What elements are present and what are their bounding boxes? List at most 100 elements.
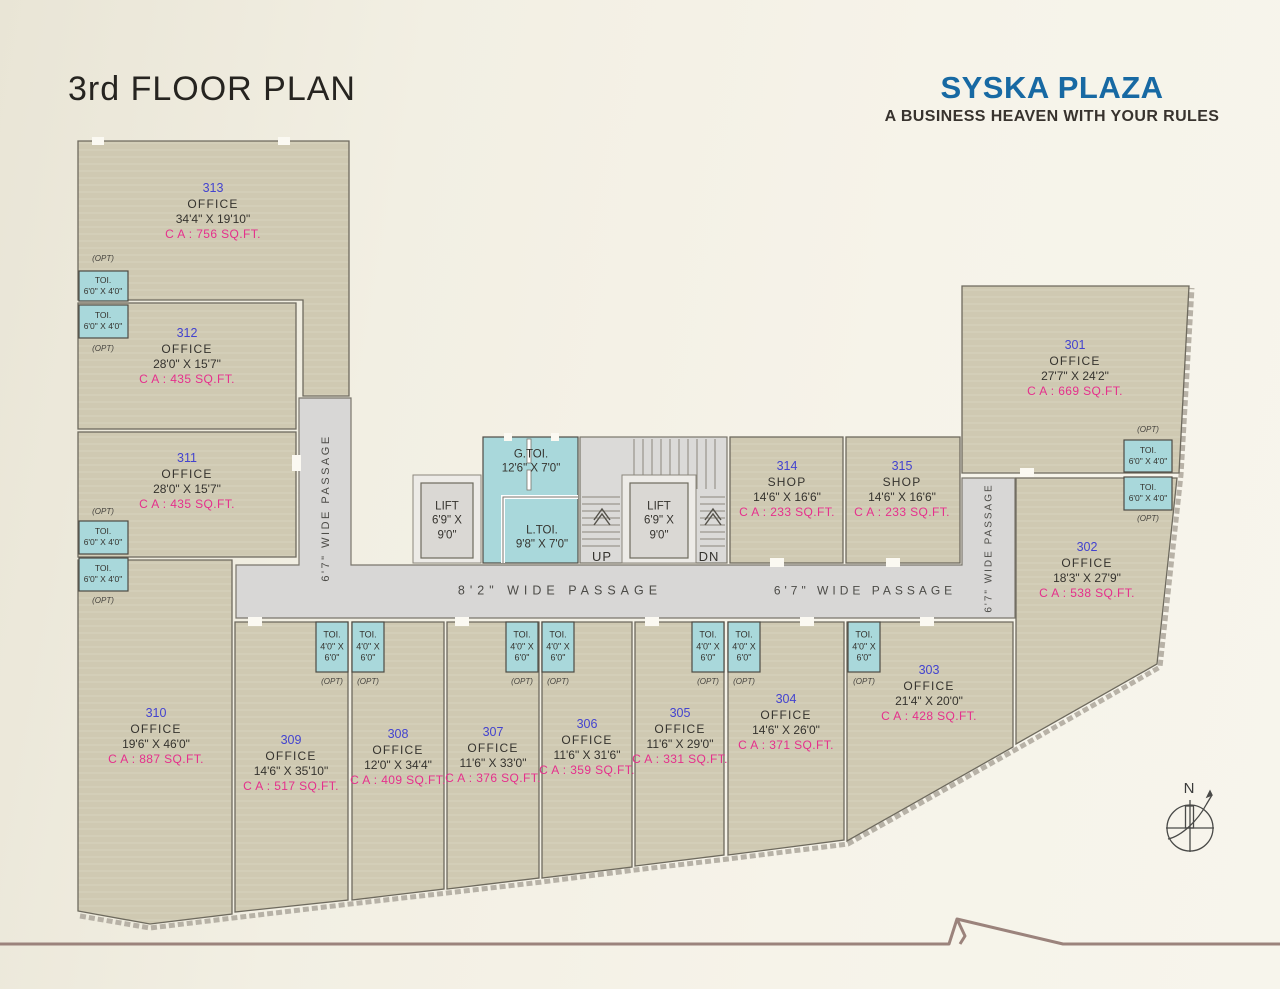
toilet-box (505, 621, 539, 673)
toilet-box (78, 304, 129, 339)
toilet-dims: 4'0" X (320, 641, 344, 652)
room-312-label: 312 OFFICE 28'0" X 15'7" C A : 435 SQ.FT… (139, 326, 235, 386)
room-area: C A : 233 SQ.FT. (854, 504, 950, 519)
gtoi-dims: 12'6" X 7'0" (501, 463, 561, 475)
opt-label: (OPT) (511, 677, 533, 687)
room-313-label: 313 OFFICE 34'4" X 19'10" C A : 756 SQ.F… (165, 181, 261, 241)
room-area: C A : 331 SQ.FT. (632, 751, 728, 766)
room-number: 305 (669, 705, 691, 720)
opt-label: (OPT) (92, 596, 114, 606)
toilet-name: TOI. (1139, 481, 1157, 492)
room-type: OFFICE (1061, 556, 1113, 571)
room-area: C A : 669 SQ.FT. (1027, 383, 1123, 398)
room-number: 302 (1076, 539, 1098, 554)
lift-dims: 9'0" (649, 529, 669, 542)
opt-label: (OPT) (92, 507, 114, 517)
opt-label: (OPT) (1137, 514, 1159, 524)
opt-label: (OPT) (733, 677, 755, 687)
room-dims: 18'3" X 27'9" (1053, 570, 1121, 585)
opt-label: (OPT) (92, 254, 114, 264)
room-dims: 11'6" X 31'6" (553, 747, 621, 762)
passage-main-label: 8'2" WIDE PASSAGE (457, 583, 663, 598)
toilet-dims: 6'0" (550, 652, 566, 663)
room-dims: 21'4" X 20'0" (895, 693, 963, 708)
toilet-name: TOI. (735, 629, 753, 640)
room-number: 309 (280, 732, 302, 747)
toilet-label: TOI. 4'0" X 6'0" (696, 629, 719, 664)
passages-shape (235, 397, 1016, 619)
toilet-box (727, 621, 761, 673)
room-dims: 34'4" X 19'10" (175, 211, 251, 226)
room-dims: 12'0" X 34'4" (364, 757, 432, 772)
room-311-label: 311 OFFICE 28'0" X 15'7" C A : 435 SQ.FT… (139, 451, 235, 511)
lift-2-cab (629, 482, 689, 559)
lift-1-label: LIFT 6'9" X 9'0" (432, 499, 462, 542)
room-309-shape (234, 621, 349, 913)
toilet-box (78, 270, 129, 302)
stair-arrow-up-icon (593, 507, 611, 526)
room-number: 304 (775, 691, 797, 706)
toilet-label: TOI. 6'0" X 4'0" (1129, 445, 1168, 467)
toilet-box (315, 621, 349, 673)
toilet-label: TOI. 6'0" X 4'0" (84, 526, 123, 548)
room-308-label: 308 OFFICE 12'0" X 34'4" C A : 409 SQ.FT… (350, 727, 446, 787)
room-302-shape (1015, 477, 1178, 746)
room-304-label: 304 OFFICE 14'6" X 26'0" C A : 371 SQ.FT… (738, 692, 834, 752)
toilet-name: TOI. (94, 274, 112, 285)
passage-right-label: 6'7" WIDE PASSAGE (773, 583, 957, 598)
room-dims: 28'0" X 15'7" (153, 356, 221, 371)
room-area: C A : 233 SQ.FT. (739, 504, 835, 519)
opt-label: (OPT) (853, 677, 875, 687)
room-303-label: 303 OFFICE 21'4" X 20'0" C A : 428 SQ.FT… (881, 663, 977, 723)
room-dims: 28'0" X 15'7" (153, 481, 221, 496)
toilet-box (1123, 439, 1173, 473)
toilet-box (847, 621, 881, 673)
toilet-name: TOI. (359, 629, 377, 640)
toilet-box (691, 621, 725, 673)
toilet-box (1123, 476, 1173, 511)
room-area: C A : 887 SQ.FT. (108, 751, 204, 766)
room-number: 307 (482, 724, 504, 739)
toilet-dims: 4'0" X (510, 641, 534, 652)
toilet-dims: 6'0" (324, 652, 340, 663)
room-number: 311 (177, 450, 197, 465)
toilet-dims: 6'0" (736, 652, 752, 663)
building-outline-hatch (79, 287, 1195, 931)
room-dims: 11'6" X 29'0" (646, 736, 714, 751)
toilet-dims: 6'0" (856, 652, 872, 663)
toilet-name: TOI. (323, 629, 341, 640)
room-number: 308 (387, 726, 409, 741)
lift-dims: 6'9" X (644, 514, 674, 527)
room-dims: 27'7" X 24'2" (1041, 368, 1109, 383)
room-dims: 14'6" X 16'6" (868, 489, 936, 504)
room-type: OFFICE (561, 733, 613, 748)
toilet-dims: 6'0" X 4'0" (1128, 456, 1168, 466)
lift-2-label: LIFT 6'9" X 9'0" (644, 499, 674, 542)
room-314-label: 314 SHOP 14'6" X 16'6" C A : 233 SQ.FT. (739, 459, 835, 519)
lift-1-cab (420, 482, 474, 559)
room-number: 301 (1064, 337, 1086, 352)
room-dims: 14'6" X 26'0" (752, 722, 820, 737)
gtoi-stub-wall (526, 438, 532, 464)
opt-label: (OPT) (321, 677, 343, 687)
room-type: OFFICE (130, 722, 182, 737)
toilet-dims: 4'0" X (356, 641, 380, 652)
room-303-shape (846, 621, 1014, 843)
room-301-label: 301 OFFICE 27'7" X 24'2" C A : 669 SQ.FT… (1027, 338, 1123, 398)
room-308-shape (351, 621, 445, 901)
room-type: OFFICE (654, 722, 706, 737)
toilet-label: TOI. 4'0" X 6'0" (546, 629, 569, 664)
toilet-name: TOI. (699, 629, 717, 640)
toilet-dims: 6'0" (700, 652, 716, 663)
door-gaps (92, 137, 1034, 626)
toilet-box (78, 520, 129, 555)
room-309-label: 309 OFFICE 14'6" X 35'10" C A : 517 SQ.F… (243, 733, 339, 793)
room-type: OFFICE (161, 342, 213, 357)
toilet-dims: 6'0" X 4'0" (83, 574, 123, 584)
room-dims: 11'6" X 33'0" (459, 755, 527, 770)
opt-label: (OPT) (357, 677, 379, 687)
room-area: C A : 376 SQ.FT. (445, 770, 541, 785)
toilet-box (351, 621, 385, 673)
room-306-label: 306 OFFICE 11'6" X 31'6" C A : 359 SQ.FT… (539, 717, 635, 777)
toilet-label: TOI. 6'0" X 4'0" (84, 275, 123, 297)
